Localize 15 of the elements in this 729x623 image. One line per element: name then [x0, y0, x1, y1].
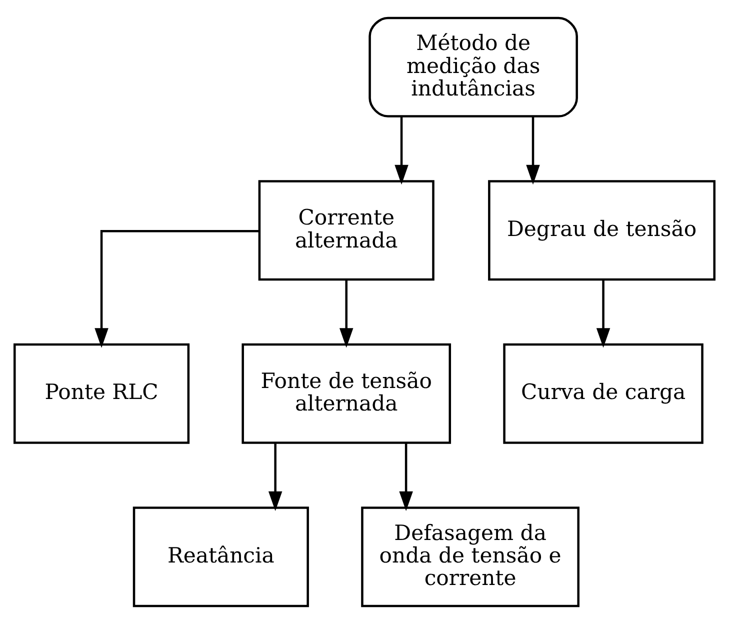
node-box: Corrente alternada [258, 180, 434, 280]
node-box: Ponte RLC [14, 342, 190, 444]
arrow [394, 116, 408, 184]
arrow [94, 230, 260, 348]
arrow [268, 442, 282, 510]
arrow [399, 442, 413, 510]
arrow [526, 116, 540, 184]
node-box: Curva de carga [503, 342, 704, 444]
node-box: Método de medição das indutâncias [368, 16, 578, 117]
node-box: Degrau de tensão [488, 180, 716, 280]
arrow [339, 279, 354, 348]
node-box: Fonte de tensão alternada [242, 342, 452, 444]
node-box: Defasagem da onda de tensão e corrente [361, 506, 580, 607]
node-box: Reatância [132, 506, 309, 607]
arrow [596, 279, 610, 348]
